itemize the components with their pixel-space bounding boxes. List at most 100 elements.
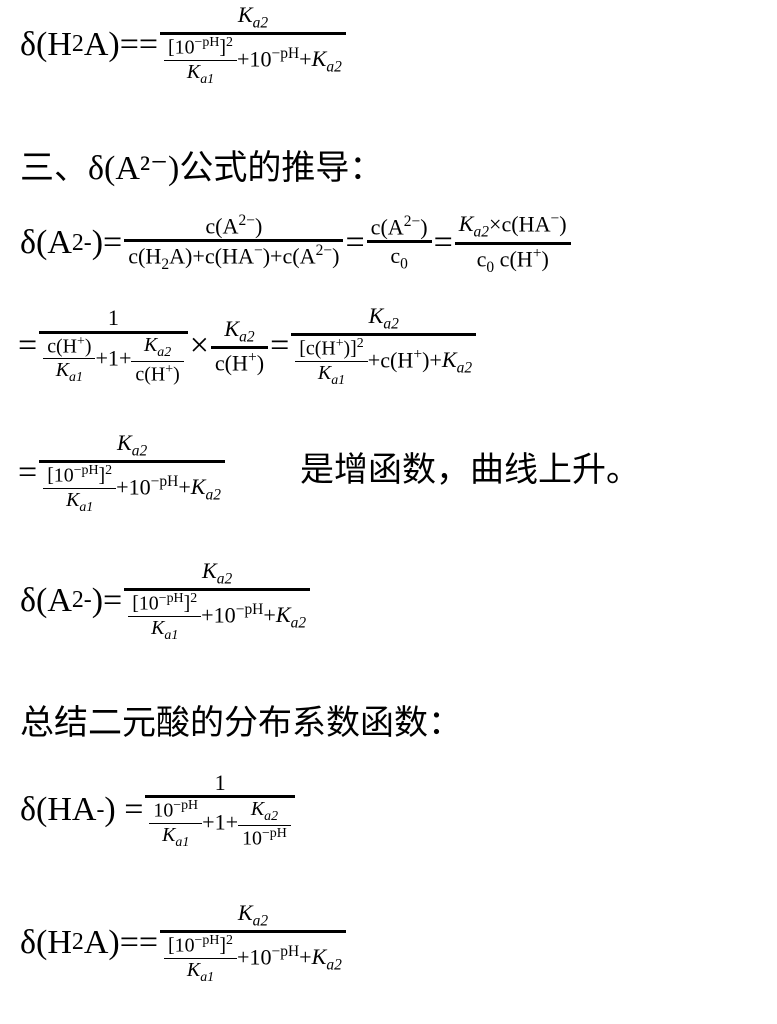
- superscript: -: [96, 796, 105, 823]
- math-text: +c(H: [367, 347, 414, 373]
- variable-subscript: a2: [216, 570, 233, 588]
- fraction-numerator: [10−pH]2: [128, 591, 201, 615]
- math-text: ]: [219, 934, 227, 957]
- math-text: ): [256, 350, 265, 376]
- math-variable: Ka2: [275, 602, 307, 632]
- math-text: =: [433, 224, 453, 262]
- math-variable: Ka1: [317, 361, 346, 388]
- superscript: +: [165, 361, 174, 377]
- math-text: ): [254, 213, 263, 239]
- math-text: +10: [236, 944, 272, 970]
- fraction: Ka2×c(HA−)c0 c(H+): [454, 210, 571, 276]
- fraction-denominator: Ka1: [164, 957, 237, 986]
- superscript: −pH: [194, 35, 220, 51]
- variable-subscript: a1: [79, 499, 94, 515]
- variable-subscript: a2: [157, 344, 172, 360]
- math-text: 1: [214, 770, 226, 795]
- math-text: [10: [47, 464, 74, 487]
- math-text: [10: [168, 934, 195, 957]
- fraction: c(A2−)c0: [366, 213, 432, 273]
- math-text: +10: [236, 46, 272, 72]
- heading-a2-derivation: 三、δ(A²⁻)公式的推导：: [20, 150, 384, 187]
- math-text: [10: [168, 36, 195, 59]
- fraction-denominator: c(H2A)+c(HA−)+c(A2−): [124, 239, 344, 274]
- math-text: 10: [242, 828, 262, 850]
- math-variable: Ka1: [186, 60, 215, 87]
- math-text: c(H: [128, 243, 162, 269]
- superscript: 2−: [238, 212, 255, 230]
- math-text: 10: [153, 800, 174, 823]
- fraction-denominator: Ka1: [164, 59, 237, 88]
- superscript: −: [550, 210, 560, 227]
- math-text: c(H: [47, 335, 77, 358]
- math-variable: Ka2: [143, 333, 172, 360]
- fraction-denominator: Ka1: [43, 358, 96, 386]
- math-variable: Ka2: [458, 211, 489, 241]
- math-variable: Ka2: [368, 303, 399, 333]
- math-text: δ(HA: [20, 791, 97, 829]
- math-text: A)==: [83, 923, 159, 961]
- math-variable: Ka2: [202, 558, 233, 588]
- variable-subscript: a1: [331, 372, 346, 388]
- fraction-numerator: 10−pH: [149, 798, 202, 822]
- subscript: 2: [71, 929, 84, 956]
- math-text: +1+: [95, 345, 132, 371]
- math-text: ): [541, 245, 549, 271]
- superscript: +: [532, 244, 542, 262]
- fraction-numerator: [10−pH]2: [164, 933, 237, 957]
- math-text: ) =: [104, 791, 144, 829]
- math-text: ): [84, 335, 92, 358]
- variable-subscript: a2: [290, 614, 307, 632]
- subscript: 0: [400, 255, 408, 273]
- math-text: )=: [91, 224, 123, 262]
- variable-subscript: a1: [164, 627, 179, 643]
- fraction-denominator: c(H+): [131, 360, 184, 386]
- fraction-numerator: 1: [104, 305, 123, 330]
- math-text: ): [173, 363, 180, 386]
- fraction-numerator: Ka2: [220, 316, 258, 346]
- fraction-numerator: Ka2: [365, 303, 403, 333]
- math-variable: Ka1: [151, 616, 179, 643]
- math-text: [c(H: [299, 337, 336, 360]
- heading-summary: 总结二元酸的分布系数函数：: [20, 705, 462, 742]
- increasing-note: 是增函数，曲线上升。: [300, 452, 640, 489]
- fraction-denominator: c0: [366, 239, 432, 273]
- fraction-denominator: Ka1: [149, 822, 203, 851]
- fraction-numerator: Ka2: [247, 798, 282, 825]
- superscript: −pH: [173, 798, 199, 814]
- fraction: c(A2−)c(H2A)+c(HA−)+c(A2−): [124, 212, 344, 274]
- superscript: +: [76, 333, 85, 349]
- math-text: =: [345, 224, 365, 262]
- math-text: +: [299, 46, 312, 72]
- superscript: −pH: [158, 591, 184, 607]
- superscript: +: [335, 336, 344, 352]
- superscript: −pH: [271, 943, 300, 961]
- superscript: 2: [356, 336, 364, 352]
- variable-subscript: a2: [205, 486, 221, 504]
- fraction-numerator: Ka2: [234, 900, 272, 930]
- math-text: c(H: [214, 350, 248, 376]
- fraction-numerator: [10−pH]2: [43, 463, 116, 487]
- variable-subscript: a1: [200, 969, 215, 985]
- variable-subscript: a1: [69, 370, 83, 386]
- variable-subscript: a2: [252, 912, 269, 930]
- math-variable: Ka2: [311, 944, 342, 974]
- math-text: δ(H: [20, 923, 72, 961]
- superscript: −: [253, 242, 263, 260]
- math-text: ): [332, 243, 340, 269]
- subscript: 2: [161, 255, 170, 273]
- fraction: c(H+)Ka1: [43, 333, 96, 386]
- fraction-denominator: Ka1: [295, 360, 368, 389]
- variable-subscript: a2: [473, 223, 489, 241]
- math-text: +: [263, 602, 276, 628]
